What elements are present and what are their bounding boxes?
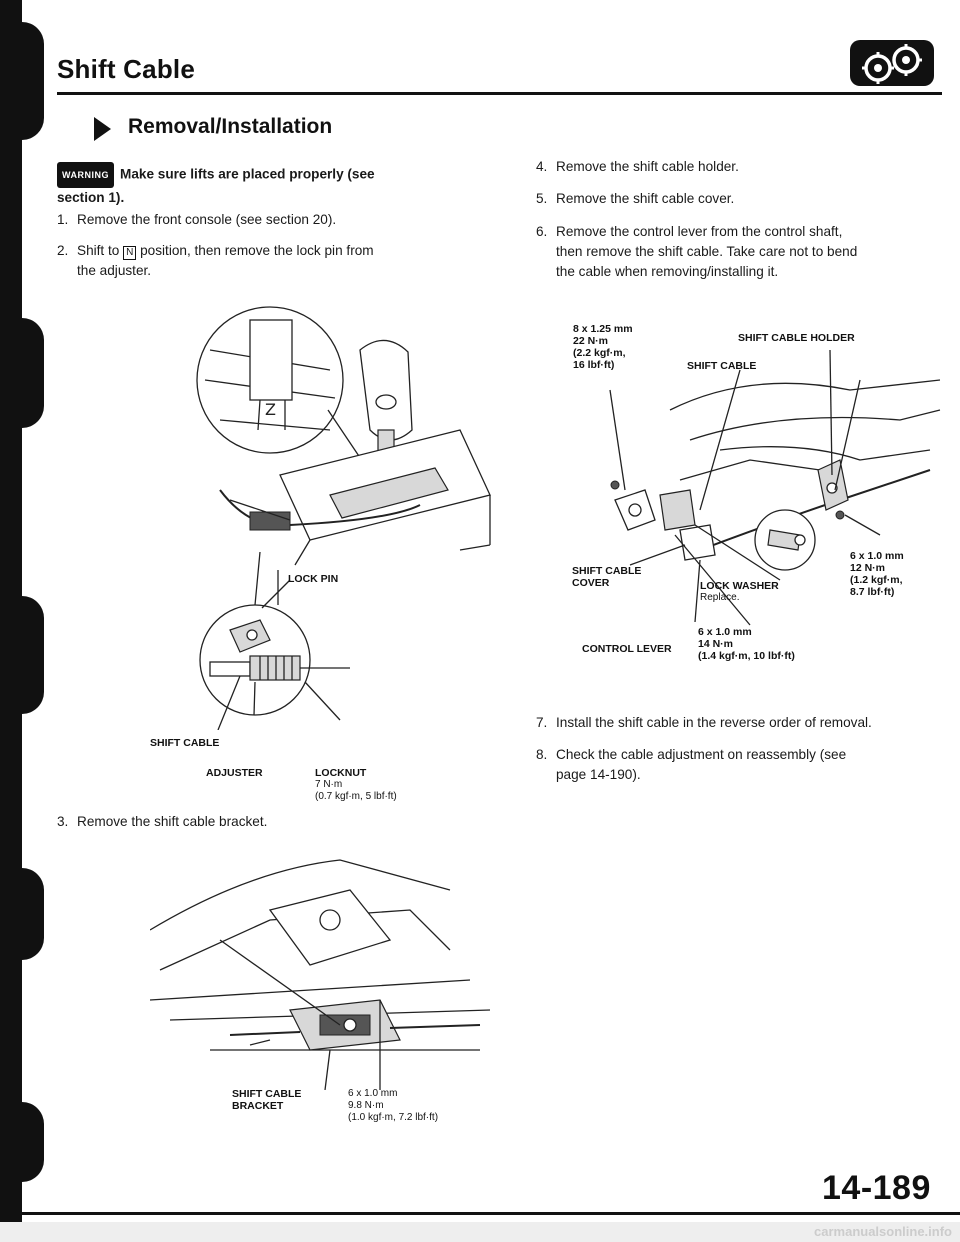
step-text: the cable when removing/installing it. [556,264,779,279]
bracket-name: BRACKET [232,1100,284,1112]
step-number: 6. [536,224,548,239]
figure-control-lever [609,350,941,626]
step-text: Remove the control lever from the contro… [556,224,843,239]
label-adjuster: ADJUSTER [206,767,263,779]
torque-spec: 14 N·m [698,638,734,650]
torque-spec: 6 x 1.0 mm [698,626,752,638]
step-text: Install the shift cable in the reverse o… [556,715,872,730]
step-number: 3. [57,814,69,829]
svg-text:Z: Z [265,400,276,419]
label-locknut: LOCKNUT 7 N·m (0.7 kgf·m, 5 lbf·ft) [315,767,397,803]
binding-tab [0,1102,44,1182]
torque-spec: 6 x 1.0 mm [850,550,904,562]
step-text: then remove the shift cable. Take care n… [556,244,858,259]
binding-tab [0,318,44,428]
torque-spec: (0.7 kgf·m, 5 lbf·ft) [315,791,397,802]
torque-spec: 7 N·m [315,779,343,790]
step-4: 4. Remove the shift cable holder. [536,157,739,177]
page-number: 14-189 [822,1169,931,1207]
step-text: Check the cable adjustment on reassembly… [556,747,847,762]
binding-tab [0,22,44,140]
step-text: Shift to [77,243,120,258]
label-shift-cable-cover: SHIFT CABLE COVER [572,565,641,589]
header-rule [57,92,942,95]
manual-transmission-icon [850,40,934,86]
step-number: 4. [536,159,548,174]
torque-spec: (1.2 kgf·m, [850,574,903,586]
step-8: 8. Check the cable adjustment on reassemb… [536,745,846,785]
label-lever-bolt-torque: 6 x 1.0 mm 14 N·m (1.4 kgf·m, 10 lbf·ft) [698,626,795,662]
figure-cable-bracket [150,859,491,1090]
step-number: 5. [536,191,548,206]
torque-spec: (1.4 kgf·m, 10 lbf·ft) [698,650,795,662]
step-3: 3. Remove the shift cable bracket. [57,812,267,832]
footer-rule [0,1212,960,1215]
label-shift-cable-holder: SHIFT CABLE HOLDER [738,332,855,344]
step-number: 2. [57,243,69,258]
label-right-bolt-torque: 6 x 1.0 mm 12 N·m (1.2 kgf·m, 8.7 lbf·ft… [850,550,904,598]
warning-text: Make sure lifts are placed properly (see [120,166,375,182]
torque-spec: 12 N·m [850,562,886,574]
step-text: page 14-190). [556,767,641,782]
locknut-name: LOCKNUT [315,767,367,779]
section-heading: Removal/Installation [128,115,333,138]
torque-spec: 9.8 N·m [348,1100,384,1111]
step-number: 7. [536,715,548,730]
label-holder-bolt: 8 x 1.25 mm 22 N·m (2.2 kgf·m, 16 lbf·ft… [573,323,633,371]
binding-tab [0,868,44,960]
step-2: 2. Shift to N position, then remove the l… [57,241,374,281]
warning-badge: WARNING [57,162,114,188]
step-5: 5. Remove the shift cable cover. [536,189,734,209]
step-number: 1. [57,212,69,227]
heading-bullet [94,117,111,141]
step-text: the adjuster. [77,263,152,278]
page-title: Shift Cable [57,54,195,84]
watermark-text: carmanualsonline.info [814,1224,952,1239]
figure-lock-pin: Z [196,306,491,730]
footer-band [0,1222,960,1242]
cover-name: SHIFT CABLE [572,565,642,577]
step-text: position, then remove the lock pin from [140,243,374,258]
binding-tab [0,596,44,714]
step-text: Remove the shift cable bracket. [77,814,268,829]
label-shift-cable: SHIFT CABLE [150,737,220,749]
label-control-lever: CONTROL LEVER [582,643,672,655]
bolt-spec: (2.2 kgf·m, [573,347,626,359]
warning-note: WARNING Make sure lifts are placed proper… [57,162,375,208]
washer-name: LOCK WASHER [700,580,779,592]
label-lock-pin: LOCK PIN [288,573,339,585]
bracket-name: SHIFT CABLE [232,1088,302,1100]
gear-key: N [123,246,137,260]
step-text: Remove the shift cable cover. [556,191,735,206]
step-text: Remove the front console (see section 20… [77,212,337,227]
bolt-spec: 8 x 1.25 mm [573,323,633,335]
label-lock-washer: LOCK WASHER Replace. [700,580,779,604]
washer-note: Replace. [700,592,740,603]
label-bracket-torque: 6 x 1.0 mm 9.8 N·m (1.0 kgf·m, 7.2 lbf·f… [348,1088,438,1124]
torque-spec: 6 x 1.0 mm [348,1088,398,1099]
step-text: Remove the shift cable holder. [556,159,739,174]
step-1: 1. Remove the front console (see section … [57,210,336,230]
label-shift-cable: SHIFT CABLE [687,360,757,372]
bolt-spec: 16 lbf·ft) [573,359,615,371]
warning-text: section 1). [57,190,125,205]
cover-name: COVER [572,577,610,589]
torque-spec: 8.7 lbf·ft) [850,586,895,598]
bolt-spec: 22 N·m [573,335,609,347]
torque-spec: (1.0 kgf·m, 7.2 lbf·ft) [348,1112,439,1123]
step-7: 7. Install the shift cable in the reverse… [536,713,872,733]
step-6: 6. Remove the control lever from the cont… [536,222,857,282]
step-number: 8. [536,747,548,762]
label-shift-cable-bracket: SHIFT CABLE BRACKET [232,1088,301,1112]
